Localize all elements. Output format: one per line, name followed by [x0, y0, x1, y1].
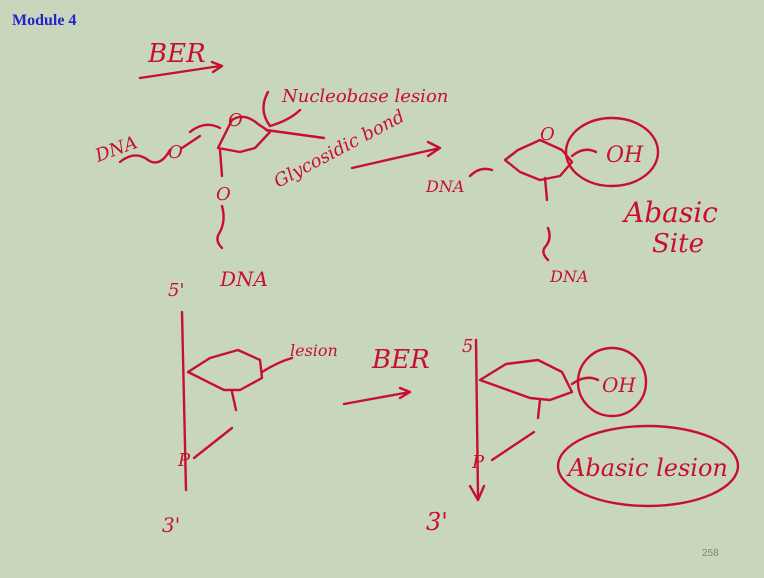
page-number: 258: [702, 548, 719, 559]
abasic-lesion-label: Abasic lesion: [566, 454, 728, 482]
bottom-left-lesion-bond: [260, 356, 294, 374]
circle-abasic-lesion: [556, 424, 740, 508]
sugar-ring-top-right: [503, 138, 574, 182]
glycosidic-bond-label: Glycosidic bond: [270, 106, 408, 193]
bottom-right-link: [490, 398, 542, 462]
ring-tail-down-left: [216, 204, 225, 250]
dna-bottom-left-label: DNA: [219, 267, 268, 291]
three-prime-left-label: 3': [162, 513, 180, 537]
lesion-label: lesion: [290, 341, 338, 360]
abasic-site-line1: Abasic: [621, 196, 718, 229]
bond-to-ring-left: [180, 134, 202, 150]
five-prime-left-label: 5': [168, 280, 184, 301]
oh-bond-top: [570, 148, 598, 158]
five-prime-right-label: 5': [462, 336, 478, 357]
module-title: Module 4: [12, 12, 77, 29]
arrow-middle: [342, 386, 412, 406]
sugar-ring-bottom-right: [478, 358, 574, 402]
lesion-bracket: [268, 108, 302, 128]
dna-wavy-left: [118, 148, 172, 164]
oh-top-label: OH: [606, 143, 644, 168]
sugar-ring-top-left: [188, 115, 272, 154]
three-prime-right-label: 3': [426, 508, 448, 536]
backbone-left: [180, 310, 188, 492]
ring-tail-down-right: [542, 226, 551, 262]
glycosidic-bracket: [262, 90, 326, 140]
ber-top-arrow: [138, 60, 224, 80]
circle-oh-bottom: [576, 346, 648, 418]
arrow-top: [350, 140, 442, 170]
p-right-label: P: [471, 452, 485, 473]
p-left-label: P: [177, 450, 191, 471]
ber-top-label: BER: [147, 39, 206, 69]
abasic-site-line2: Site: [652, 229, 704, 259]
nucleobase-lesion-label: Nucleobase lesion: [281, 86, 448, 107]
ring-vertical-left: [218, 148, 224, 178]
ring-vertical-right: [543, 176, 549, 202]
dna-left-label: DNA: [92, 132, 141, 167]
oh-bond-bottom: [570, 376, 600, 386]
o-ring-top-left-2: O: [168, 142, 183, 163]
circle-oh-top: [564, 116, 660, 188]
o-ring-top-left: O: [228, 110, 243, 131]
dna-right-label: DNA: [425, 177, 464, 196]
backbone-right: [468, 338, 486, 502]
oh-bottom-label: OH: [602, 373, 636, 397]
o-ring-top-left-3: O: [216, 184, 231, 205]
wavy-to-ring-right: [468, 167, 494, 178]
o-ring-top-right: O: [540, 124, 555, 145]
ber-middle-label: BER: [371, 345, 430, 375]
bottom-left-link: [192, 390, 238, 460]
dna-bottom-right-label: DNA: [549, 267, 588, 286]
sugar-ring-bottom-left: [186, 348, 264, 392]
